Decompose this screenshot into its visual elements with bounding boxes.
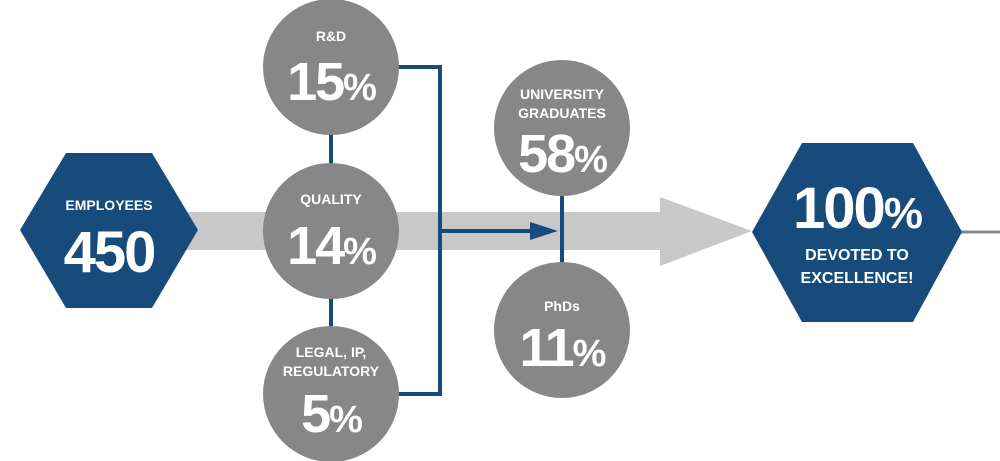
employees-value: 450: [64, 220, 155, 285]
graduates-circle-shape: [494, 60, 630, 196]
graduates-label-line1: UNIVERSITY: [520, 86, 605, 102]
rnd-value: 15%: [287, 52, 376, 112]
employees-hexagon-shape: [20, 153, 198, 308]
legal-value-unit: %: [329, 399, 362, 441]
graduates-value-unit: %: [574, 139, 607, 181]
phds-circle-shape: [494, 262, 630, 398]
result-value-unit: %: [884, 189, 922, 238]
quality-value: 14%: [287, 216, 376, 276]
phds-value-unit: %: [573, 333, 606, 375]
quality-value-number: 14: [287, 216, 345, 276]
rnd-circle: R&D 15%: [263, 0, 399, 135]
result-value-number: 100: [793, 176, 884, 241]
quality-circle-shape: [263, 163, 399, 299]
employees-label: EMPLOYEES: [65, 197, 152, 213]
legal-label-line2: REGULATORY: [283, 363, 380, 379]
quality-label: QUALITY: [300, 191, 362, 207]
rnd-value-number: 15: [287, 52, 344, 112]
rnd-label: R&D: [316, 28, 346, 44]
result-hexagon: 100% DEVOTED TO EXCELLENCE!: [752, 143, 962, 322]
phds-label: PhDs: [544, 298, 580, 314]
legal-value: 5%: [301, 384, 362, 444]
rnd-circle-shape: [263, 0, 399, 135]
result-line2: EXCELLENCE!: [801, 270, 914, 287]
quality-value-unit: %: [343, 231, 376, 273]
employees-hexagon: EMPLOYEES 450: [20, 153, 198, 308]
graduates-circle: UNIVERSITY GRADUATES 58%: [494, 60, 630, 196]
phds-circle: PhDs 11%: [494, 262, 630, 398]
result-value: 100%: [793, 176, 922, 241]
bracket-arrow-head: [530, 222, 558, 240]
graduates-value: 58%: [518, 124, 607, 184]
quality-circle: QUALITY 14%: [263, 163, 399, 299]
legal-circle-shape: [263, 326, 399, 461]
result-line1: DEVOTED TO: [805, 247, 909, 264]
phds-value: 11%: [520, 318, 606, 378]
result-hexagon-shape: [752, 143, 962, 322]
graduates-value-number: 58: [518, 124, 575, 184]
rnd-value-unit: %: [343, 67, 376, 109]
legal-value-number: 5: [301, 384, 330, 444]
legal-circle: LEGAL, IP, REGULATORY 5%: [263, 326, 399, 461]
phds-value-number: 11: [520, 318, 574, 378]
graduates-label-line2: GRADUATES: [518, 105, 606, 121]
legal-label-line1: LEGAL, IP,: [296, 344, 367, 360]
